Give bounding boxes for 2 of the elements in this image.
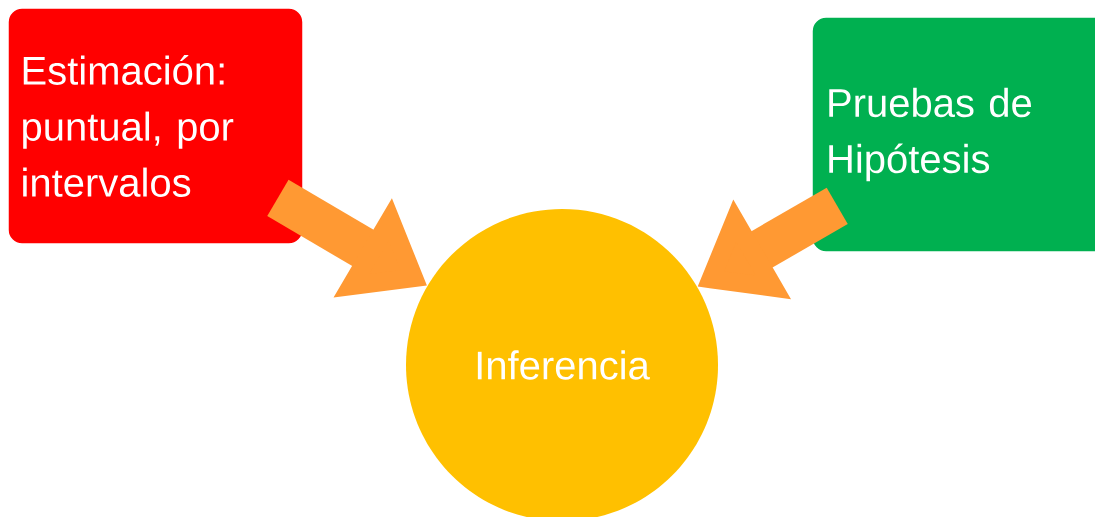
process-box: Pruebas de Hipótesis <box>811 16 1095 253</box>
process-box: Estimación: puntual, por intervalos <box>7 7 304 245</box>
